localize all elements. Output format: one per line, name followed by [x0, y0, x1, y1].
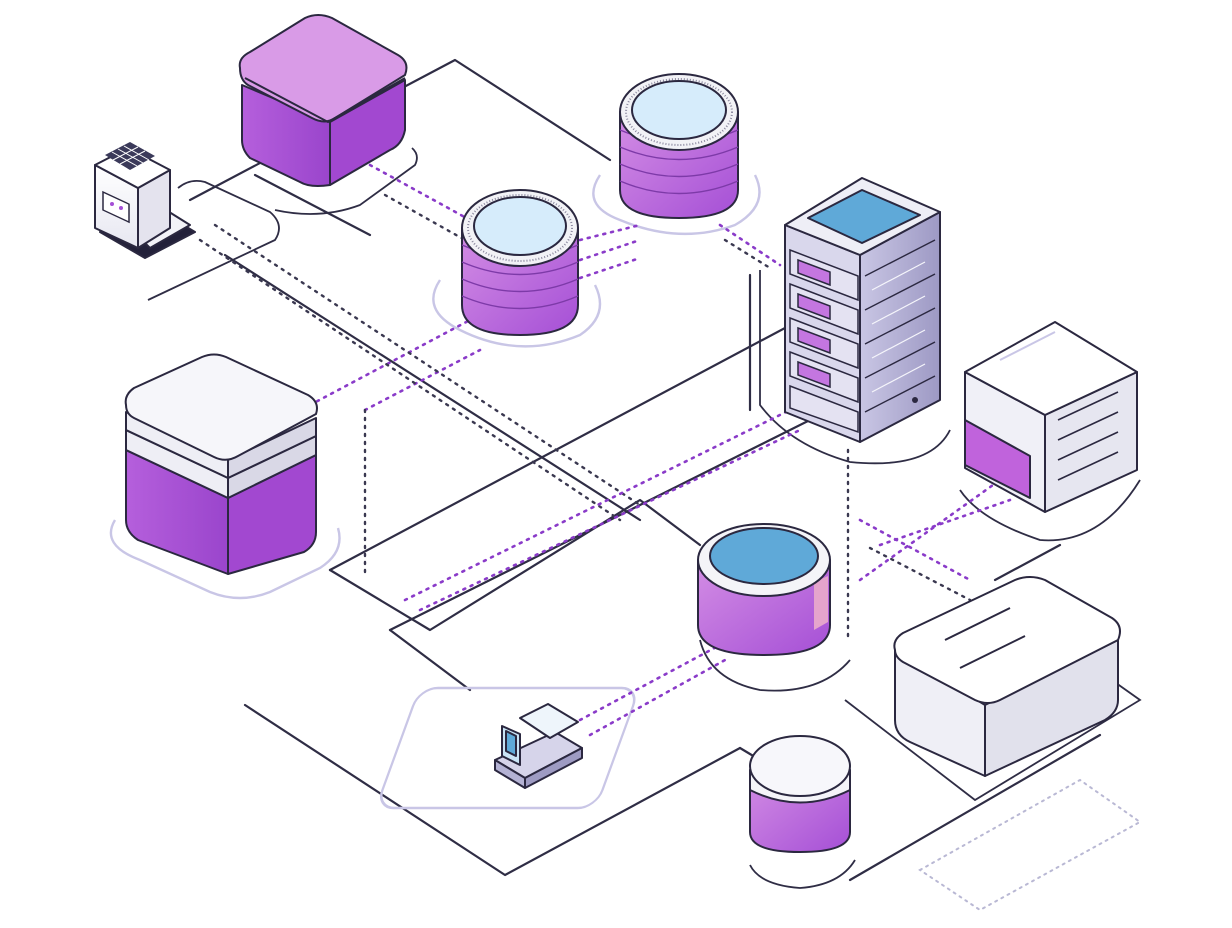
dotted-connections: [198, 163, 1012, 737]
database-cylinder-icon: [461, 189, 579, 336]
edge-device-icon: [94, 142, 196, 259]
layered-storage-icon: [124, 353, 318, 575]
base-pads: [109, 147, 1142, 912]
rack-units: [789, 239, 936, 434]
terminal-device-icon: [494, 703, 583, 789]
flat-storage-icon: [893, 576, 1121, 777]
database-cylinder-icon: [619, 73, 739, 219]
database-drum-icon: [697, 523, 831, 656]
storage-box-icon: [238, 14, 408, 187]
file-cabinet-icon: [964, 321, 1138, 513]
server-rack-icon: [784, 177, 941, 443]
small-cylinder-icon: [749, 735, 851, 853]
